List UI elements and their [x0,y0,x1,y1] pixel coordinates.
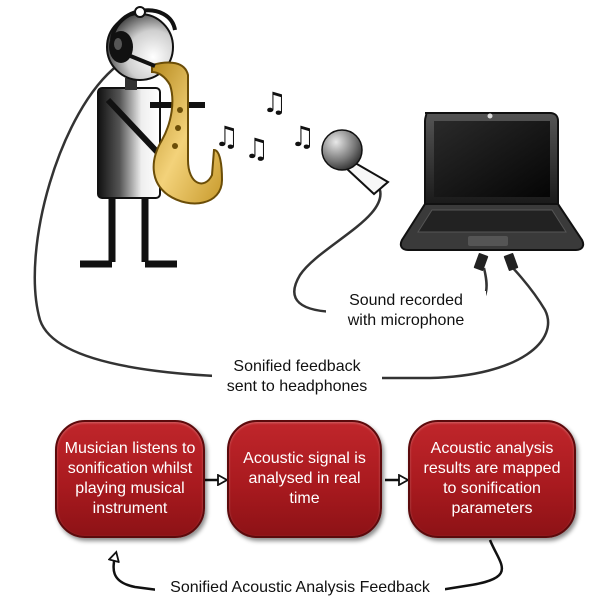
sonified-feedback-label: Sonified feedback sent to headphones [212,357,382,397]
music-note-icon: ♫ ♫ ♫ ♫ [214,86,315,165]
saxophone-icon [127,53,224,205]
loop-feedback-label: Sonified Acoustic Analysis Feedback [155,578,445,598]
laptop-icon [399,112,585,271]
svg-text:♫: ♫ [262,86,287,119]
microphone-icon [321,129,390,196]
step-results-mapped: Acoustic analysis results are mapped to … [408,420,576,538]
headphones-icon [109,6,177,63]
svg-text:♫: ♫ [244,132,269,165]
step-signal-analysed: Acoustic signal is analysed in real time [227,420,382,538]
sound-recorded-label: Sound recorded with microphone [326,291,486,331]
feedback-loop-arrow [114,539,504,592]
step-musician-listens: Musician listens to sonification whilst … [55,420,205,538]
svg-text:♫: ♫ [290,120,315,153]
svg-text:♫: ♫ [214,120,239,153]
